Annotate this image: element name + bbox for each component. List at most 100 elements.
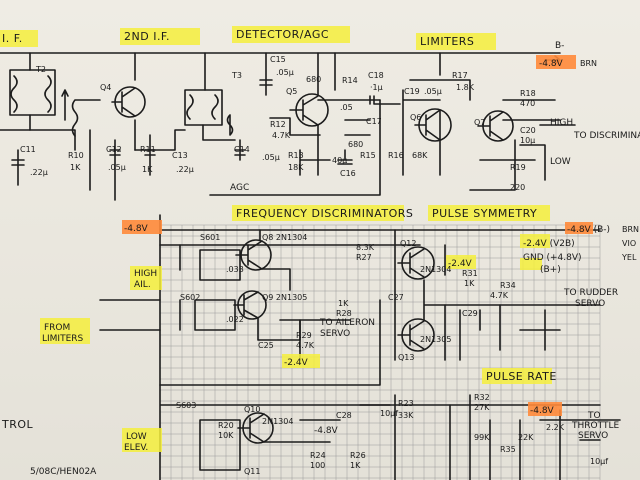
rail-1-color: BRN: [622, 225, 639, 234]
q11: Q11: [244, 467, 260, 476]
r18: R18: [520, 89, 536, 98]
agc-label: AGC: [230, 183, 249, 193]
r16-val: 68K: [412, 151, 428, 160]
c15: C15: [270, 55, 286, 64]
s601: S601: [200, 233, 220, 242]
to-discriminators: TO DISCRIMINATORS: [573, 131, 640, 141]
ail-volt: -2.4V: [284, 358, 309, 368]
r13-val: 18K: [288, 163, 304, 172]
r10: R10: [68, 151, 84, 160]
c18: C18: [368, 71, 384, 80]
trol-label: TROL: [1, 418, 34, 431]
r23-val: 33K: [398, 411, 414, 420]
c18-val: ·1μ: [370, 83, 383, 92]
to-throttle-2: THROTTLE: [571, 421, 619, 431]
r32: R32: [474, 393, 490, 402]
c20: C20: [520, 126, 536, 135]
to-throttle-1: TO: [587, 411, 601, 421]
r28: R28: [336, 309, 352, 318]
q12: Q12: [400, 239, 416, 248]
high-label: HIGH: [550, 118, 573, 128]
r24: R24: [310, 451, 326, 460]
r14-val: 680: [306, 75, 321, 84]
c11-val: .22μ: [30, 168, 48, 177]
r23: R23: [398, 399, 414, 408]
r32-val: 27K: [474, 403, 490, 412]
r35: R35: [500, 445, 516, 454]
t2: T2: [35, 65, 46, 74]
rail-1: -4.8V (B-): [567, 225, 610, 235]
c14-val: .05μ: [262, 153, 280, 162]
r20-val: 10K: [218, 431, 234, 440]
c25: C25: [258, 341, 274, 350]
c19-val: .05μ: [424, 87, 442, 96]
q4: Q4: [100, 83, 111, 92]
c28: C28: [336, 411, 352, 420]
b-minus-volt: -4.8V: [539, 59, 564, 69]
c29: C29: [462, 309, 478, 318]
r35-val: 22K: [518, 433, 534, 442]
c13-val: .22μ: [176, 165, 194, 174]
r31-val: 1K: [464, 279, 475, 288]
low-label: LOW: [550, 157, 571, 167]
rail-3: GND (+4.8V): [523, 253, 582, 263]
q13-type: 2N1305: [420, 335, 451, 344]
brn-top: BRN: [580, 59, 597, 68]
to-aileron-1: TO AILERON: [319, 318, 375, 328]
rail-3-color: YEL: [621, 253, 637, 262]
r12: R12: [270, 120, 286, 129]
r34-val: 4.7K: [490, 291, 509, 300]
from-limiters-1: FROM: [44, 323, 70, 333]
r12-val: 4.7K: [272, 131, 291, 140]
high-ail-1: HIGH: [134, 269, 157, 279]
to-aileron-2: SERVO: [320, 329, 350, 339]
c11: C11: [20, 145, 36, 154]
r13: R13: [288, 151, 304, 160]
pr-volt: -4.8V: [530, 406, 555, 416]
c12: C12: [106, 145, 122, 154]
q5: Q5: [286, 87, 297, 96]
to-rudder-1: TO RUDDER: [563, 288, 618, 298]
c15-val: .05μ: [276, 68, 294, 77]
s603: S603: [176, 401, 196, 410]
c23: .022: [226, 315, 244, 324]
c16: C16: [340, 169, 356, 178]
heading-detector-agc: DETECTOR/AGC: [236, 28, 329, 41]
rail-2: -2.4V (V2B): [523, 239, 575, 249]
q10-volt: -4.8V: [314, 426, 339, 436]
rail-2-color: VIO: [622, 239, 636, 248]
heading-pulse-rate: PULSE RATE: [486, 370, 557, 383]
low-elev-2: ELEV.: [124, 443, 148, 453]
low-elev-1: LOW: [126, 432, 147, 442]
r28-val: 1K: [338, 299, 349, 308]
r24-val: 100: [310, 461, 325, 470]
c17-val: .05: [340, 103, 353, 112]
r16: R16: [388, 151, 404, 160]
r31: R31: [462, 269, 478, 278]
r14: R14: [342, 76, 358, 85]
r29-val: 4.7K: [296, 341, 315, 350]
c28-val: 10μf: [380, 409, 398, 418]
heading-freq-disc: FREQUENCY DISCRIMINATORS: [236, 207, 413, 220]
heading-if2: 2ND I.F.: [124, 30, 170, 43]
heading-limiters: LIMITERS: [420, 35, 474, 48]
r15: R15: [360, 151, 376, 160]
r17-val: 1.8K: [456, 83, 475, 92]
r27-val: 8.3K: [356, 243, 375, 252]
schematic-labels: I. F. 2ND I.F. DETECTOR/AGC LIMITERS FRE…: [1, 28, 640, 477]
high-ail-2: AIL.: [134, 280, 151, 290]
c27: C27: [388, 293, 404, 302]
b-minus-label: B-: [555, 41, 564, 51]
c19: C19: [404, 87, 420, 96]
c10uf: 10μf: [590, 457, 608, 466]
r26-val: 1K: [350, 461, 361, 470]
q9: Q9 2N1305: [262, 293, 307, 302]
heading-pulse-sym: PULSE SYMMETRY: [432, 207, 537, 220]
r19-val: 220: [510, 183, 525, 192]
rail-3-note: (B+): [540, 265, 561, 275]
c20-val: 10μ: [520, 136, 535, 145]
c12-val: .05μ: [108, 163, 126, 172]
r19: R19: [510, 163, 526, 172]
